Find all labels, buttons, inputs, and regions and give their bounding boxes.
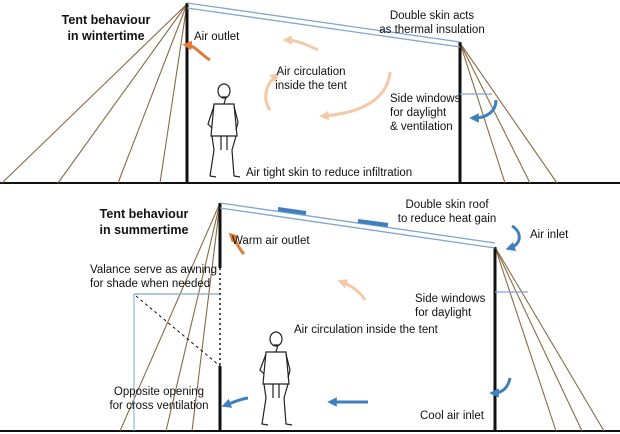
summer-air-inlet-label: Air inlet	[530, 229, 569, 241]
winter-tent	[0, 2, 620, 184]
summer-tent	[0, 202, 620, 432]
summer-double-skin-line1: Double skin roof	[405, 199, 489, 211]
winter-circulation-arrow-top	[282, 35, 319, 52]
winter-circulation-arrow-bottom	[319, 71, 392, 121]
summer-opposite-line2: for cross ventilation	[109, 400, 209, 412]
summer-opposite-opening-label: Opposite opening for cross ventilation	[106, 385, 212, 413]
winter-ropes-left	[1, 3, 188, 184]
summer-roof-vent-1	[277, 207, 307, 215]
summer-roof-vent-2	[357, 219, 389, 227]
summer-valance-label: Valance serve as awning for shade when n…	[90, 263, 217, 291]
summer-side-windows-line1: Side windows	[415, 293, 486, 305]
summer-valance-line1: Valance serve as awning	[90, 264, 217, 276]
winter-circulation-line2: inside the tent	[275, 80, 347, 92]
summer-cool-inlet-label: Cool air inlet	[420, 410, 484, 422]
winter-person-icon	[207, 83, 241, 178]
summer-circulation-arrow	[337, 279, 367, 301]
summer-title: Tent behaviour in summertime	[92, 206, 196, 238]
winter-circulation-line1: Air circulation	[276, 66, 346, 78]
winter-air-outlet-label: Air outlet	[194, 31, 240, 43]
winter-side-windows-line1: Side windows	[390, 93, 461, 105]
summer-circulation-label: Air circulation inside the tent	[294, 324, 438, 336]
summer-ropes-left	[119, 202, 221, 432]
winter-roof-inner	[186, 7, 461, 48]
winter-double-skin-label: Double skin acts as thermal insulation	[372, 9, 492, 37]
summer-valance-line2: for shade when needed	[90, 278, 211, 290]
summer-person-icon	[259, 331, 293, 426]
summer-double-skin-label: Double skin roof to reduce heat gain	[388, 198, 506, 226]
winter-circulation-label: Air circulation inside the tent	[267, 65, 355, 93]
winter-side-windows-label: Side windows for daylight & ventilation	[390, 92, 460, 134]
summer-warm-outlet-arrow	[228, 232, 246, 256]
summer-title-line2: in summertime	[99, 223, 189, 237]
summer-cross-ventilation-arrow	[221, 396, 249, 408]
summer-ropes-right	[494, 246, 605, 432]
winter-title-line1: Tent behaviour	[61, 13, 151, 27]
winter-air-outlet-arrow	[182, 40, 211, 62]
summer-cool-inlet-arrow-right	[489, 377, 512, 398]
winter-double-skin-line1: Double skin acts	[389, 10, 475, 22]
winter-ropes-right	[459, 42, 558, 184]
winter-side-windows-line3: & ventilation	[390, 121, 453, 133]
winter-side-window-arrow	[469, 99, 498, 123]
summer-double-skin-line2: to reduce heat gain	[397, 213, 497, 225]
winter-roof-outer	[186, 2, 461, 43]
winter-airtight-label: Air tight skin to reduce infiltration	[246, 167, 413, 179]
winter-title: Tent behaviour in wintertime	[56, 12, 156, 44]
summer-roof-inner	[219, 207, 496, 249]
summer-air-inlet-arrow	[505, 224, 521, 252]
summer-roof-outer	[219, 202, 496, 244]
winter-circulation-arrow-left	[264, 72, 280, 111]
summer-warm-outlet-label: Warm air outlet	[232, 235, 310, 247]
summer-side-windows-label: Side windows for daylight	[415, 292, 485, 320]
summer-valance-awning	[133, 293, 221, 431]
summer-side-windows-line2: for daylight	[415, 307, 472, 319]
winter-double-skin-line2: as thermal insulation	[379, 24, 485, 36]
summer-opposite-line1: Opposite opening	[113, 386, 205, 398]
winter-side-windows-line2: for daylight	[390, 107, 447, 119]
summer-title-line1: Tent behaviour	[99, 207, 189, 221]
winter-title-line2: in wintertime	[67, 29, 145, 43]
